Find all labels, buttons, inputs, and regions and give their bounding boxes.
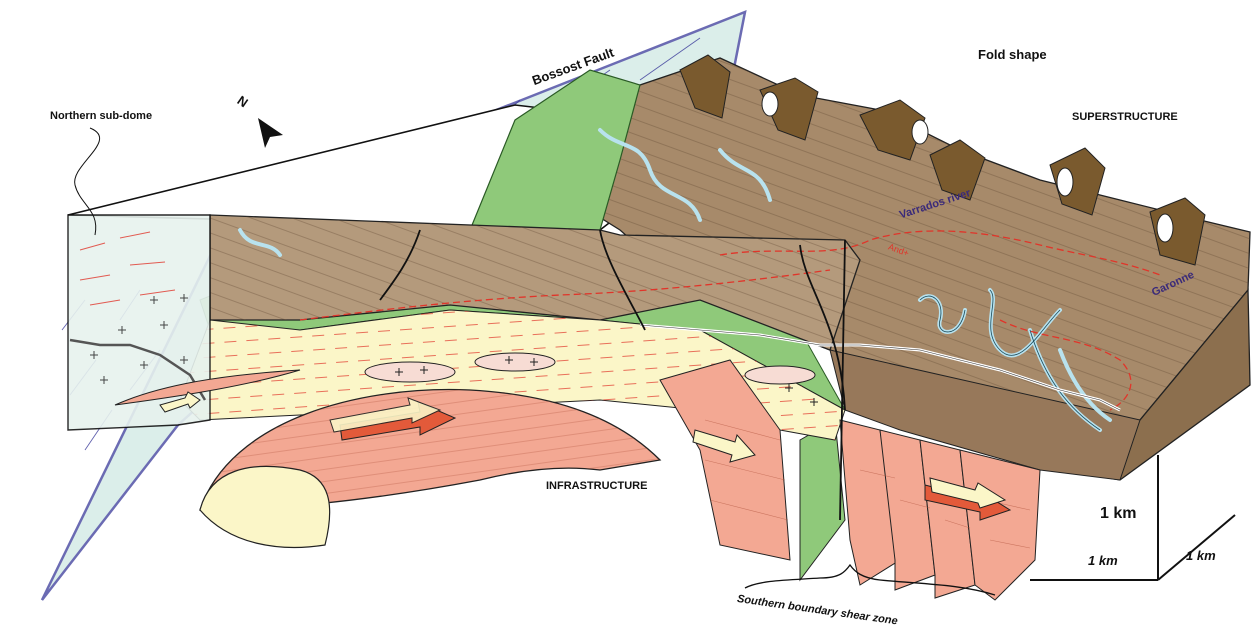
scale-vertical-label: 1 km (1100, 505, 1136, 523)
superstructure-label: SUPERSTRUCTURE (1072, 111, 1178, 123)
green-fault-sliver (800, 420, 845, 580)
north-arrow-icon (258, 118, 283, 148)
scale-horizontal-left-label: 1 km (1088, 553, 1118, 568)
northern-sub-dome-label: Northern sub-dome (50, 110, 152, 122)
fold-shape-label: Fold shape (978, 47, 1047, 62)
infrastructure-label: INFRASTRUCTURE (546, 480, 647, 492)
scale-horizontal-right-label: 1 km (1186, 548, 1216, 563)
